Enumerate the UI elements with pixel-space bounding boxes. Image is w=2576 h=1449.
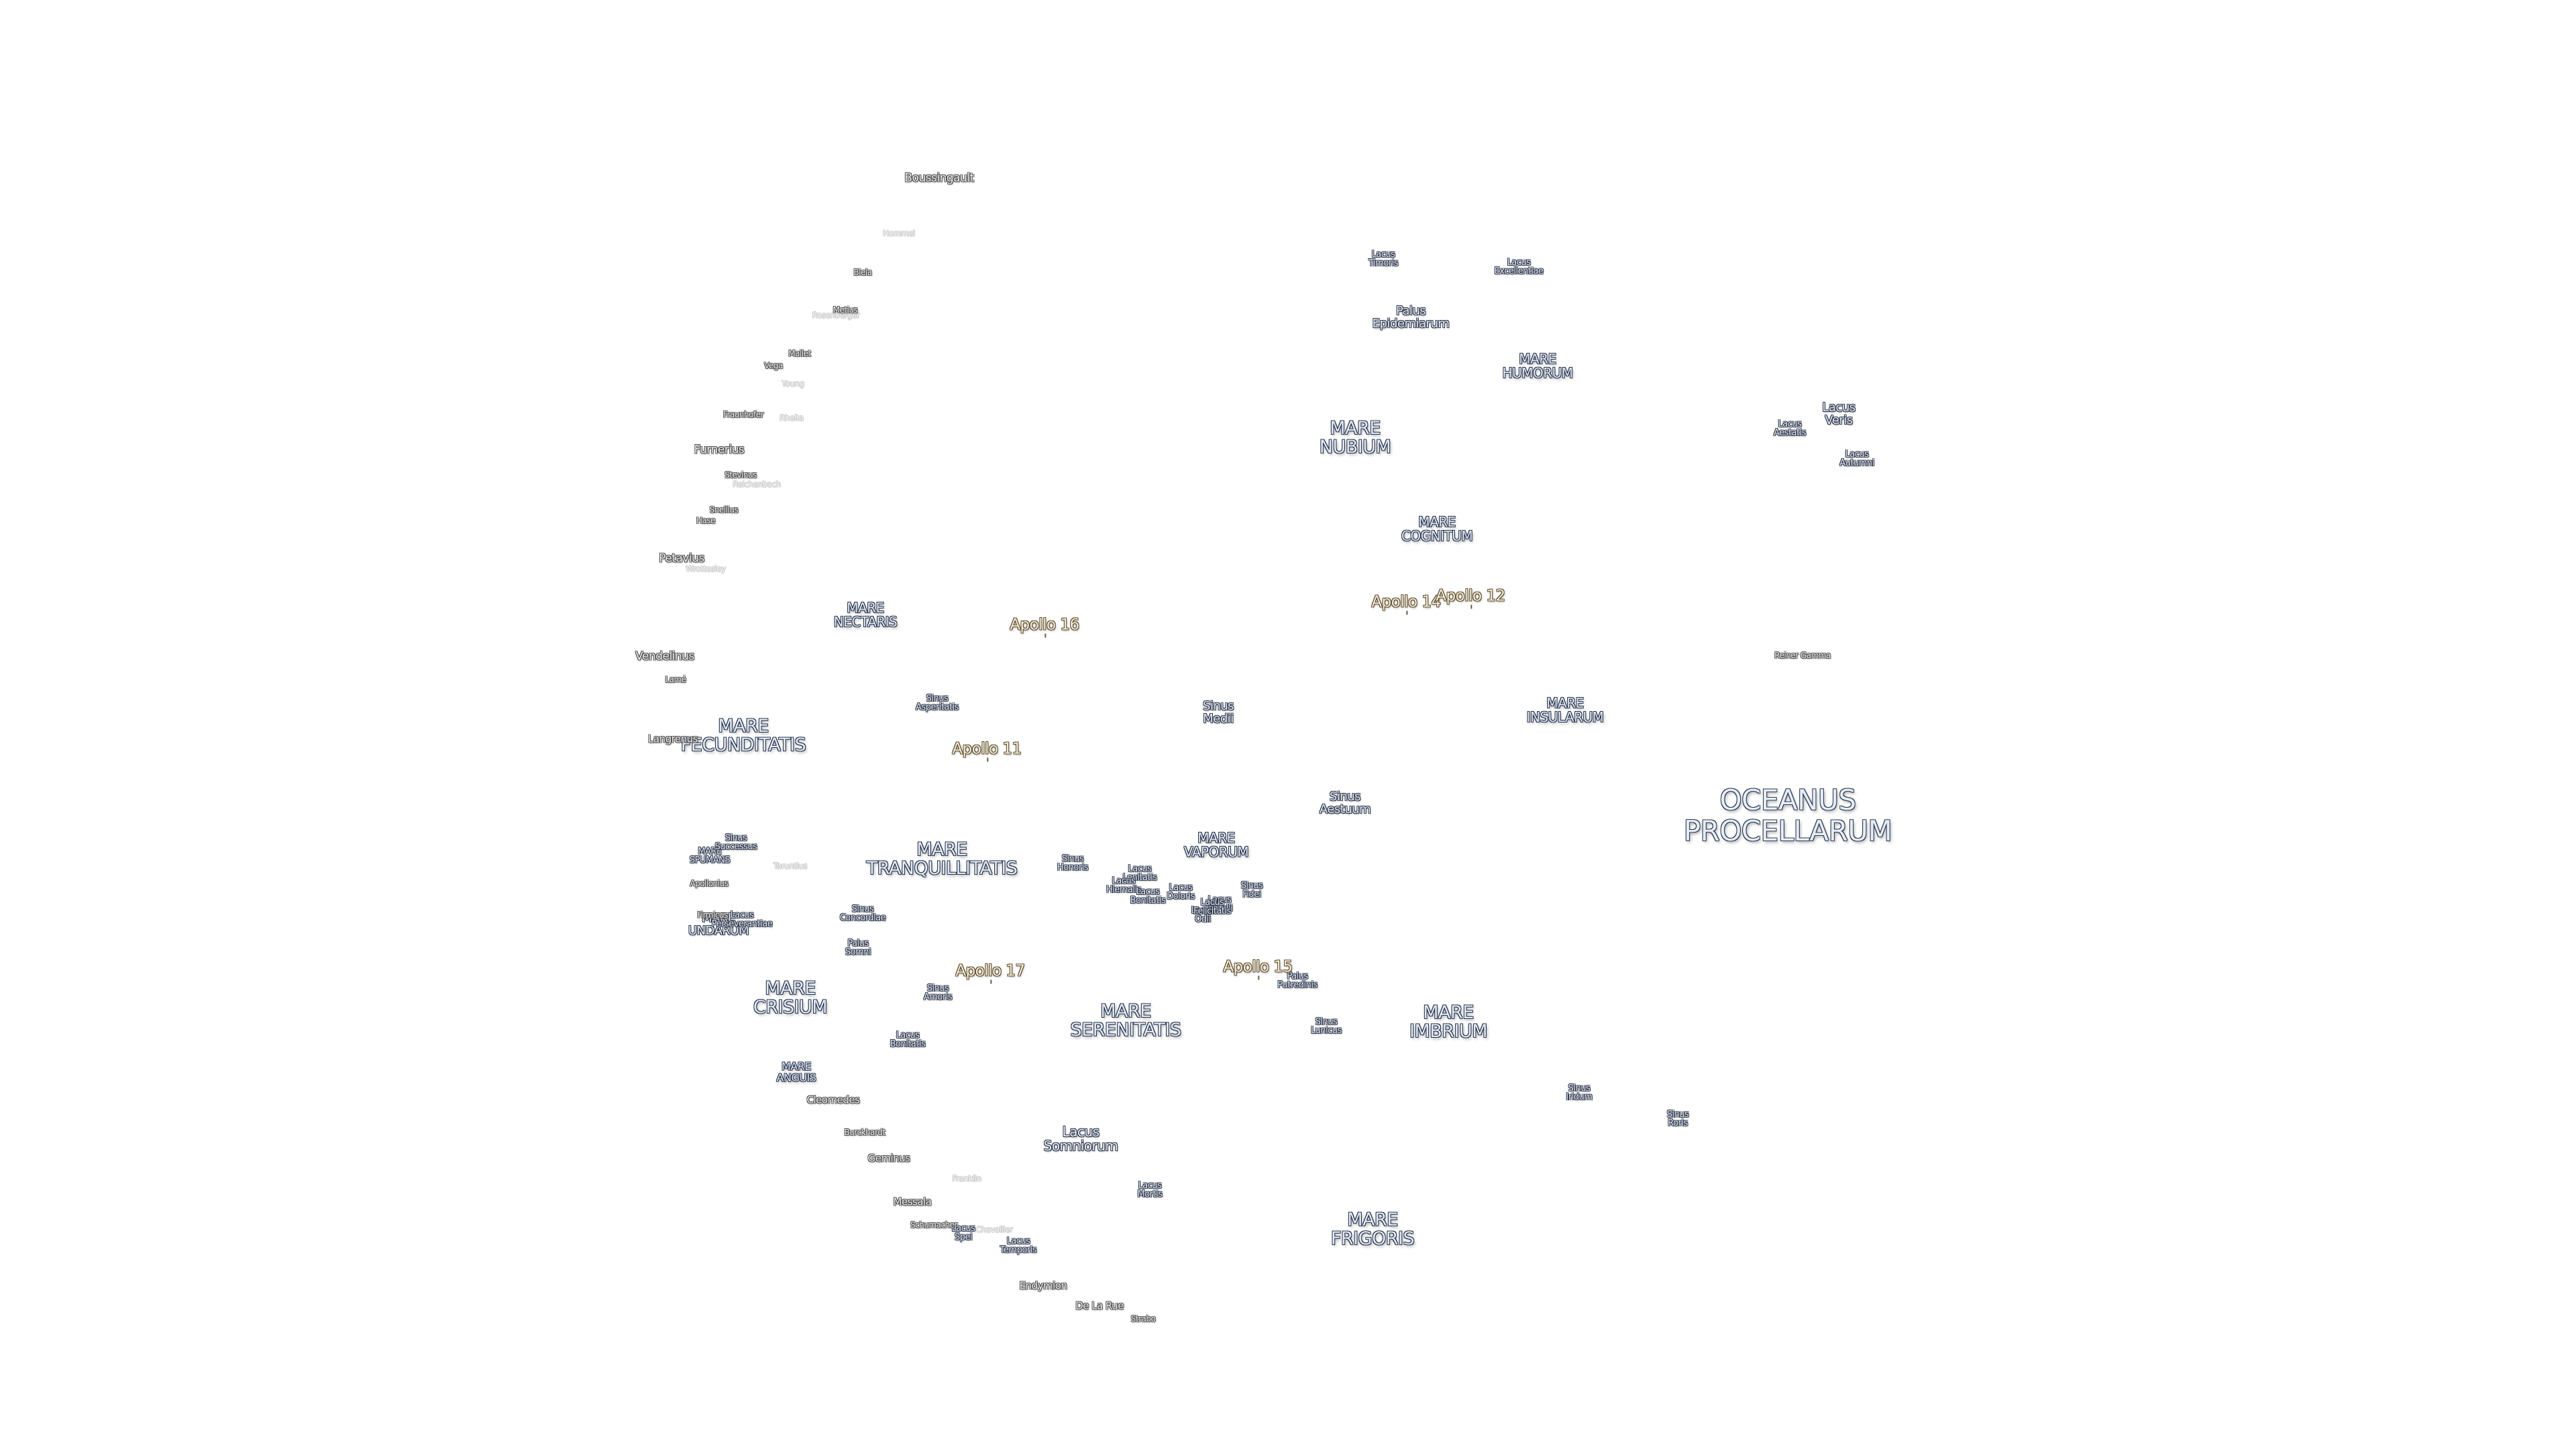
mare-label[interactable]: MARE TRANQUILLITATIS — [866, 839, 1018, 879]
lake-label[interactable]: Lacus Veris — [1822, 400, 1856, 427]
crater-label[interactable]: Endymion — [1019, 1279, 1067, 1292]
crater-label[interactable]: Stevinus — [724, 470, 757, 480]
landing-site-marker[interactable]: Apollo 11 — [952, 740, 1022, 762]
crater-label[interactable]: Boussingault — [904, 171, 974, 185]
mare-label[interactable]: MARE CRISIUM — [753, 978, 828, 1018]
crater-label[interactable]: Franklin — [952, 1174, 981, 1183]
lake-label[interactable]: Lacus Doloris — [1167, 883, 1195, 902]
lake-label[interactable]: Sinus Lunicus — [1311, 1017, 1342, 1036]
mare-label[interactable]: MARE HUMORUM — [1502, 351, 1573, 381]
crater-label[interactable]: Lamé — [665, 675, 686, 684]
mare-label[interactable]: MARE FECUNDITATIS — [680, 716, 806, 755]
lake-label[interactable]: Lacus Bonitatis — [1130, 887, 1166, 906]
lake-label[interactable]: Palus Putredinis — [1277, 971, 1318, 990]
crater-label[interactable]: Hase — [696, 516, 716, 525]
landing-site-marker[interactable]: Apollo 16 — [1010, 616, 1079, 638]
crater-label[interactable]: Wrottesley — [686, 564, 726, 574]
lake-label[interactable]: Lacus Somniorum — [1043, 1124, 1118, 1154]
lake-label[interactable]: Lacus Felicitatis — [1193, 898, 1231, 916]
lake-label[interactable]: Sinus Honoris — [1057, 854, 1089, 873]
mare-label[interactable]: MARE INSULARUM — [1526, 695, 1604, 725]
mare-label[interactable]: MARE SPUMANS — [689, 847, 731, 865]
lake-label[interactable]: Sinus Amoris — [923, 983, 953, 1002]
mare-label[interactable]: MARE UNDARUM — [688, 911, 749, 938]
crater-label[interactable]: Vega — [764, 361, 783, 370]
crater-label[interactable]: Geminus — [867, 1152, 910, 1165]
crater-label[interactable]: Taruntius — [773, 861, 808, 871]
crater-label[interactable]: Firmicus — [697, 910, 728, 920]
lake-label[interactable]: Lacus Excellentiae — [1494, 258, 1544, 276]
lake-label[interactable]: Lacus Bonitatis — [890, 1030, 926, 1049]
lake-label[interactable]: Sinus Roris — [1666, 1110, 1689, 1128]
mare-label[interactable]: MARE VAPORUM — [1183, 830, 1249, 860]
landing-site-marker[interactable]: Apollo 17 — [955, 962, 1025, 984]
crater-label[interactable]: Hommel — [883, 229, 915, 238]
crater-label[interactable]: Rosenberger — [812, 311, 860, 320]
lake-label[interactable]: Sinus Successus — [714, 833, 757, 852]
lake-label[interactable]: Lacus Hiemalis — [1106, 876, 1142, 895]
lake-label[interactable]: Palus Epidemiarum — [1372, 304, 1450, 331]
crater-label[interactable]: Strabo — [1130, 1314, 1156, 1324]
lake-label[interactable]: Lacus Perseverantiae — [711, 910, 773, 929]
crater-label[interactable]: Furnerius — [694, 443, 745, 457]
ocean-label[interactable]: OCEANUS PROCELLARUM — [1683, 784, 1892, 847]
crater-label[interactable]: Langrenus — [648, 733, 698, 745]
lake-label[interactable]: Sinus Iridum — [1566, 1083, 1593, 1102]
mare-label[interactable]: MARE NUBIUM — [1319, 418, 1391, 458]
lake-label[interactable]: Sinus Concordiae — [839, 904, 886, 923]
crater-label[interactable]: Schumacher — [910, 1220, 958, 1230]
crater-label[interactable]: Vendelinus — [635, 649, 694, 663]
mare-label[interactable]: MARE IMBRIUM — [1409, 1002, 1488, 1042]
crater-label[interactable]: Apollonius — [690, 879, 729, 888]
lake-label[interactable]: Lacus Temporis — [1000, 1236, 1037, 1255]
crater-label[interactable]: Mallet — [788, 349, 811, 358]
lake-label[interactable]: Sinus Aestuum — [1319, 790, 1371, 816]
lake-label[interactable]: Lacus Timoris — [1368, 250, 1399, 268]
crater-label[interactable]: Reichenbach — [733, 480, 781, 489]
crater-label[interactable]: Reiner Gamma — [1774, 651, 1831, 660]
lake-label[interactable]: Lacus Gaudii — [1206, 895, 1233, 914]
lake-label[interactable]: Lacus Aestatis — [1774, 419, 1806, 438]
crater-label[interactable]: Young — [782, 379, 804, 388]
crater-label[interactable]: Snellius — [709, 505, 739, 515]
lake-label[interactable]: Lacus Spei — [951, 1224, 975, 1242]
crater-label[interactable]: Burckhardt — [844, 1128, 885, 1137]
lake-label[interactable]: Palus Somni — [845, 938, 871, 957]
crater-label[interactable]: Biela — [853, 268, 872, 277]
mare-label[interactable]: MARE FRIGORIS — [1330, 1210, 1415, 1249]
mare-label[interactable]: MARE ANGUIS — [776, 1060, 816, 1084]
lake-label[interactable]: Sinus Fidei — [1240, 881, 1263, 900]
lake-label[interactable]: Sinus Medii — [1202, 699, 1234, 726]
crater-label[interactable]: Cleomedes — [806, 1093, 860, 1106]
crater-label[interactable]: Fraunhofer — [722, 410, 764, 419]
crater-label[interactable]: Messala — [893, 1195, 932, 1208]
lake-label[interactable]: Lacus Autumni — [1839, 449, 1874, 468]
mare-label[interactable]: MARE SERENITATIS — [1070, 1001, 1181, 1040]
crater-label[interactable]: Metius — [833, 305, 858, 315]
landing-site-marker[interactable]: Apollo 12 — [1436, 587, 1505, 609]
mare-label[interactable]: MARE COGNITUM — [1401, 514, 1473, 544]
lake-label[interactable]: Lacus Lenitatis — [1122, 864, 1157, 883]
landing-site-marker[interactable]: Apollo 14 — [1371, 593, 1441, 615]
crater-label[interactable]: Chevallier — [975, 1225, 1013, 1234]
crater-label[interactable]: Petavius — [659, 551, 704, 566]
lake-label[interactable]: Lacus Mortis — [1137, 1181, 1163, 1199]
landing-site-marker[interactable]: Apollo 15 — [1223, 958, 1293, 980]
crater-label[interactable]: Rheita — [780, 413, 804, 423]
lake-label[interactable]: Lacus Odii — [1191, 906, 1215, 924]
crater-label[interactable]: De La Rue — [1075, 1299, 1124, 1312]
mare-label[interactable]: MARE NECTARIS — [833, 600, 898, 630]
lake-label[interactable]: Sinus Asperitatis — [916, 694, 959, 712]
